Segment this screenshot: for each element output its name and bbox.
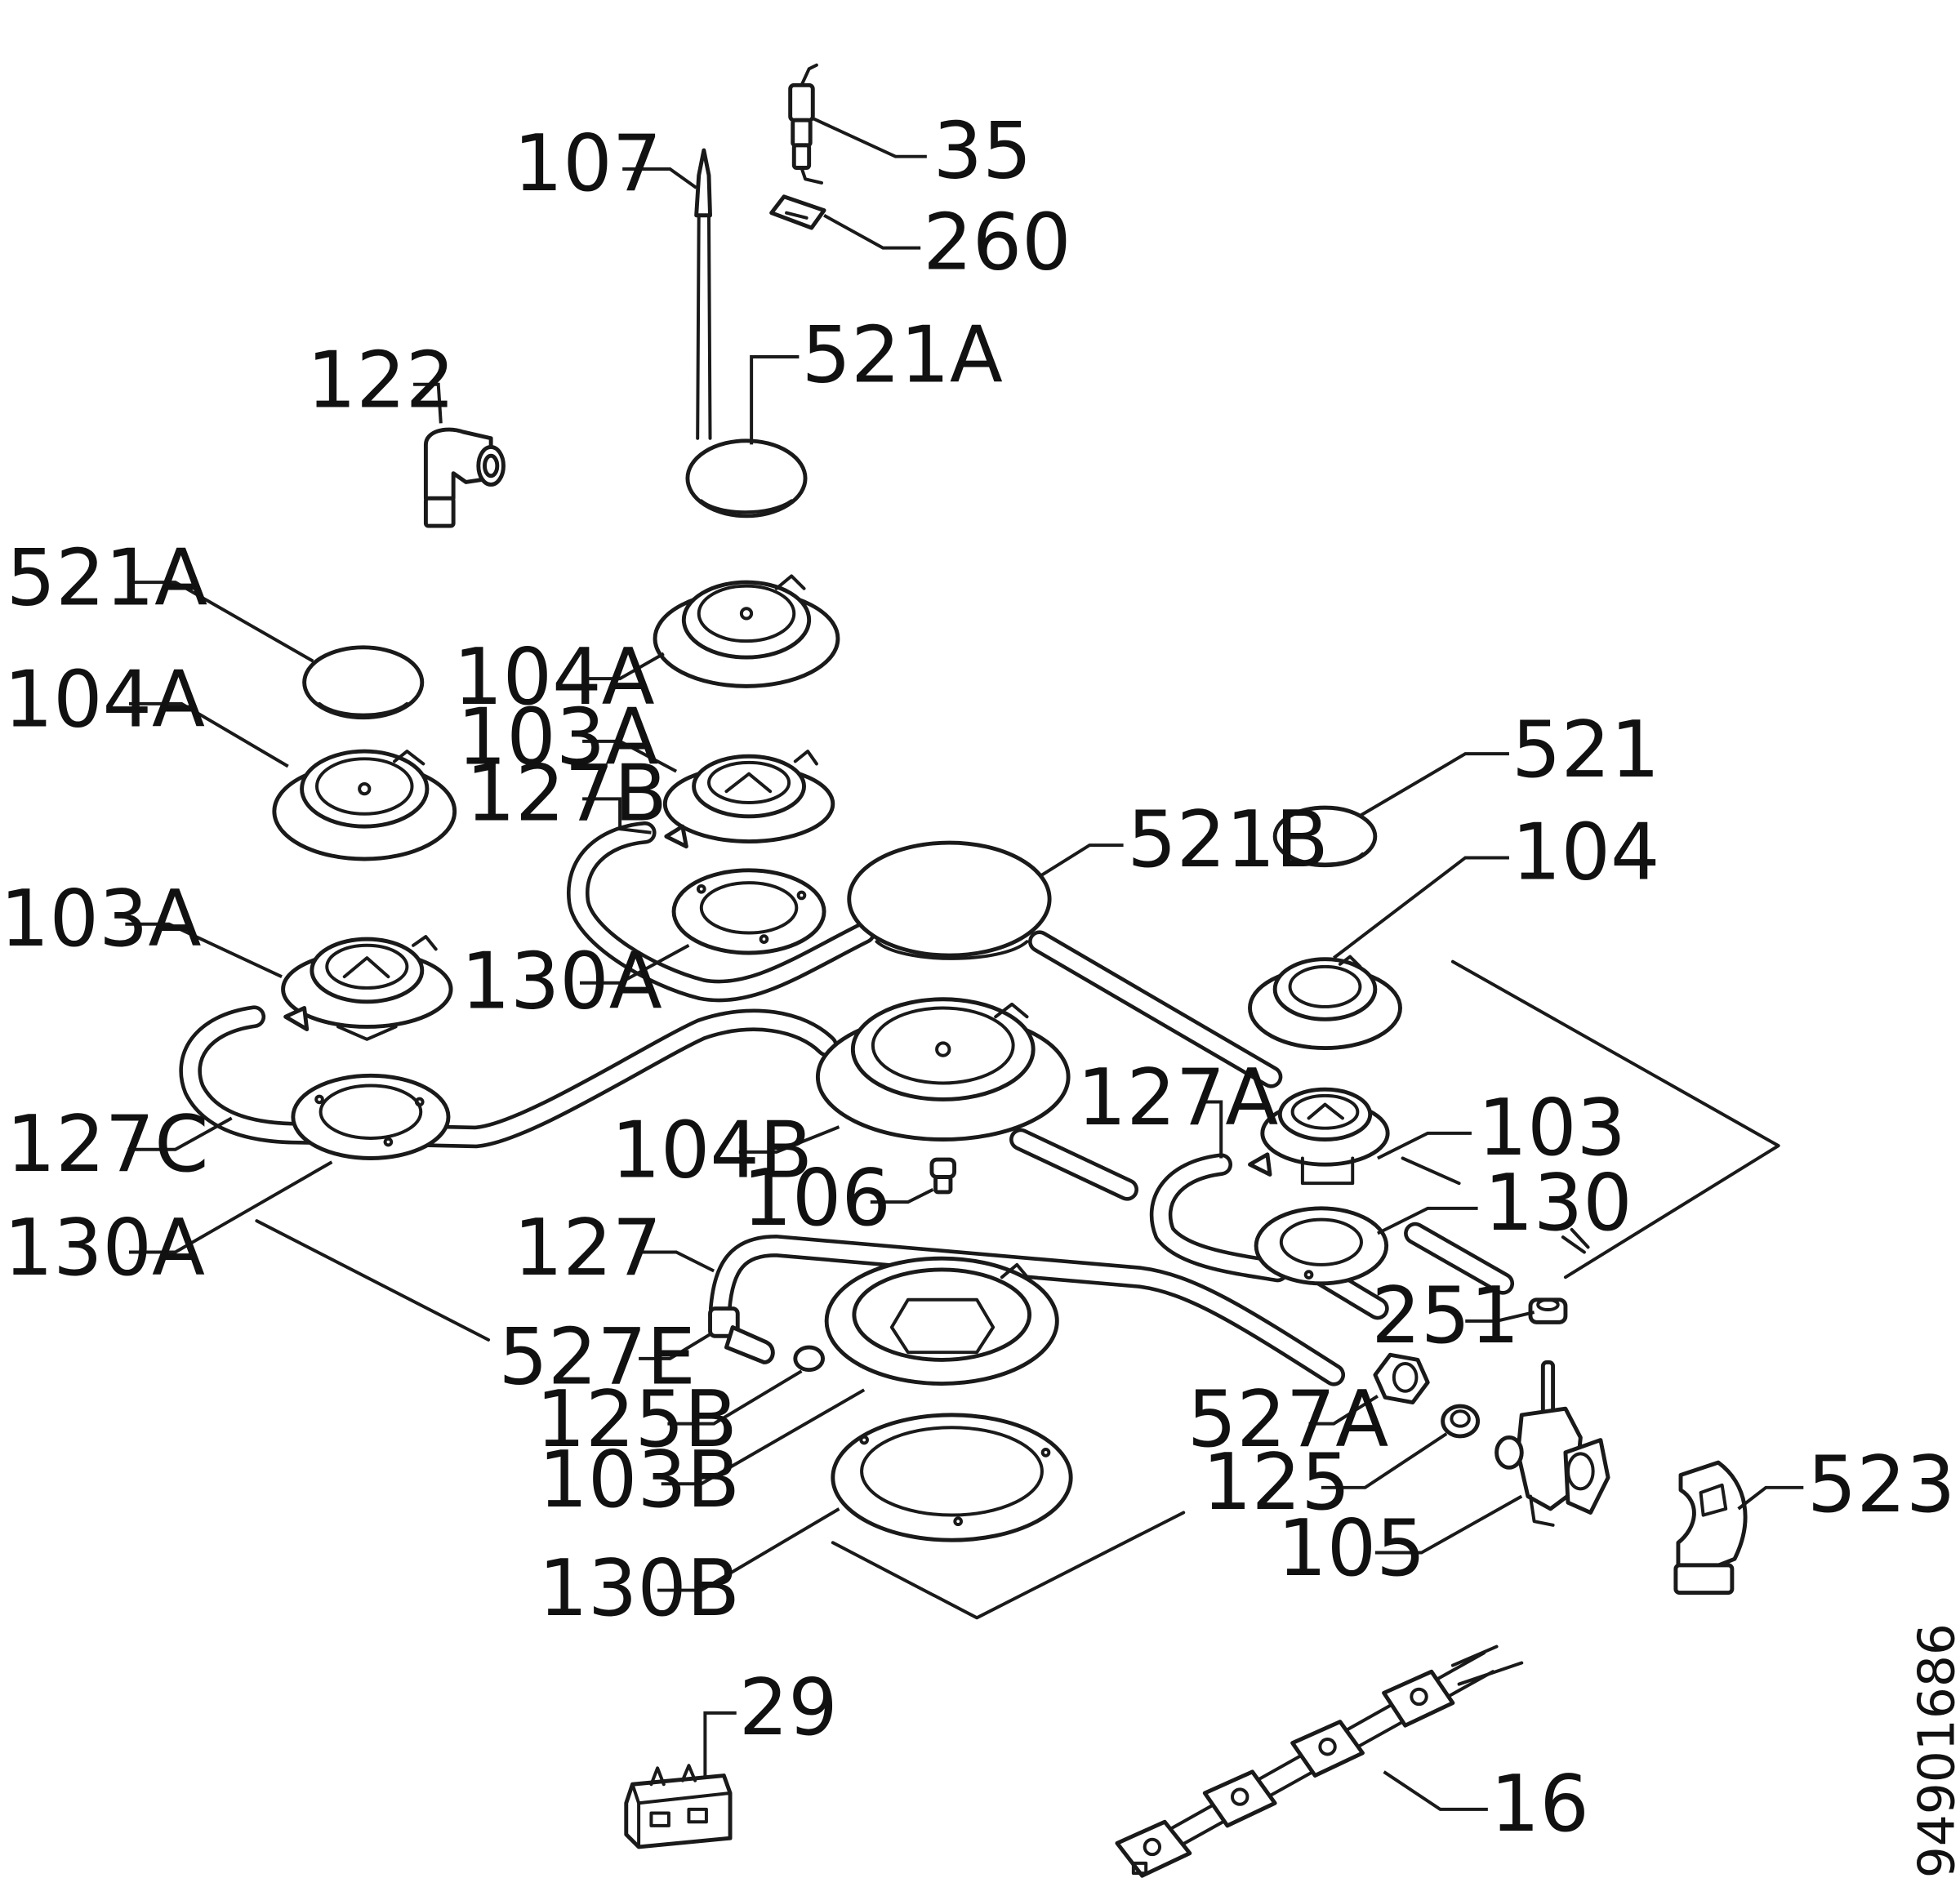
part-104-burner-right <box>1248 955 1402 1051</box>
label-104B: 104B <box>611 1106 813 1196</box>
label-521B: 521B <box>1127 795 1329 885</box>
part-260-clip <box>769 194 826 230</box>
label-103: 103 <box>1478 1084 1626 1173</box>
part-pin-right <box>1561 1227 1590 1254</box>
part-104A-burner-top <box>653 574 840 688</box>
label-105: 105 <box>1277 1504 1425 1594</box>
part-521-cap-right <box>1272 805 1378 868</box>
label-127C: 127C <box>7 1100 209 1190</box>
label-527A: 527A <box>1187 1375 1388 1465</box>
part-104B-large-burner <box>815 997 1071 1142</box>
label-103A-left: 103A <box>0 875 201 964</box>
label-103A-mid: 103A <box>457 692 658 782</box>
ignition-block-1 <box>1115 1819 1192 1878</box>
ignition-block-4 <box>1382 1669 1455 1728</box>
part-35-spark-electrode <box>788 63 823 185</box>
label-260: 260 <box>923 198 1071 288</box>
label-127B: 127B <box>466 749 667 839</box>
label-127A: 127A <box>1077 1053 1278 1143</box>
label-521A-top: 521A <box>801 311 1002 401</box>
label-35: 35 <box>933 107 1031 197</box>
part-527E-fitting <box>708 1306 775 1364</box>
ignition-block-3 <box>1290 1720 1365 1778</box>
label-104: 104 <box>1512 808 1659 898</box>
part-130-ring-right <box>1254 1206 1389 1286</box>
part-16-ignition-strip <box>1115 1644 1524 1878</box>
label-106: 106 <box>742 1154 890 1244</box>
part-125B-plug <box>793 1345 825 1373</box>
document-number: 94901686 <box>1908 1623 1960 1878</box>
part-125-plug-right <box>1441 1404 1481 1439</box>
part-130A-ring-left <box>291 1073 451 1160</box>
label-521A-left: 521A <box>7 534 207 624</box>
label-103B: 103B <box>538 1435 740 1525</box>
part-103B-large-crown <box>824 1256 1059 1386</box>
label-130: 130 <box>1484 1159 1632 1248</box>
part-521A-cap-left <box>302 645 425 720</box>
label-125: 125 <box>1202 1438 1350 1528</box>
part-521B-large-cap <box>847 840 1052 960</box>
part-105-gas-tap <box>1494 1360 1610 1527</box>
part-107-thermocouple <box>694 148 712 440</box>
part-106-injector <box>929 1157 957 1195</box>
part-122-elbow-connector <box>423 427 506 528</box>
part-130B-large-ring <box>831 1413 1073 1542</box>
label-16: 16 <box>1490 1760 1589 1849</box>
label-527E: 527E <box>498 1313 696 1403</box>
label-521: 521 <box>1512 705 1659 795</box>
part-251-nut <box>1528 1297 1568 1324</box>
ignition-block-2 <box>1202 1769 1277 1828</box>
part-104A-burner-left <box>272 749 457 861</box>
part-103A-crown-left <box>281 935 453 1041</box>
label-130B: 130B <box>538 1544 740 1634</box>
label-122: 122 <box>307 336 455 425</box>
assembly-outline <box>255 959 1780 1620</box>
part-labels: 107 35 260 122 521A 521A 104A 104A 103A … <box>0 107 1955 1849</box>
label-107: 107 <box>514 119 662 209</box>
part-103-crown-right <box>1248 1087 1390 1186</box>
part-527A-hex-nut <box>1373 1352 1430 1404</box>
label-29: 29 <box>739 1663 838 1753</box>
label-127: 127 <box>514 1204 662 1293</box>
label-251: 251 <box>1371 1271 1519 1361</box>
label-125B: 125B <box>536 1375 737 1465</box>
part-523-bracket <box>1673 1460 1748 1595</box>
label-523: 523 <box>1807 1440 1955 1530</box>
gas-tubes <box>179 821 1515 1386</box>
part-521A-cap-top <box>685 438 808 518</box>
part-130A-ring-mid <box>671 868 826 955</box>
label-130A-mid: 130A <box>461 937 662 1026</box>
label-130A-left: 130A <box>4 1204 205 1293</box>
leader-lines <box>125 117 1804 1811</box>
label-104A-top: 104A <box>453 633 654 723</box>
part-29-box <box>624 1764 733 1849</box>
label-104A-left: 104A <box>4 655 205 745</box>
part-103A-crown-mid <box>662 750 835 849</box>
